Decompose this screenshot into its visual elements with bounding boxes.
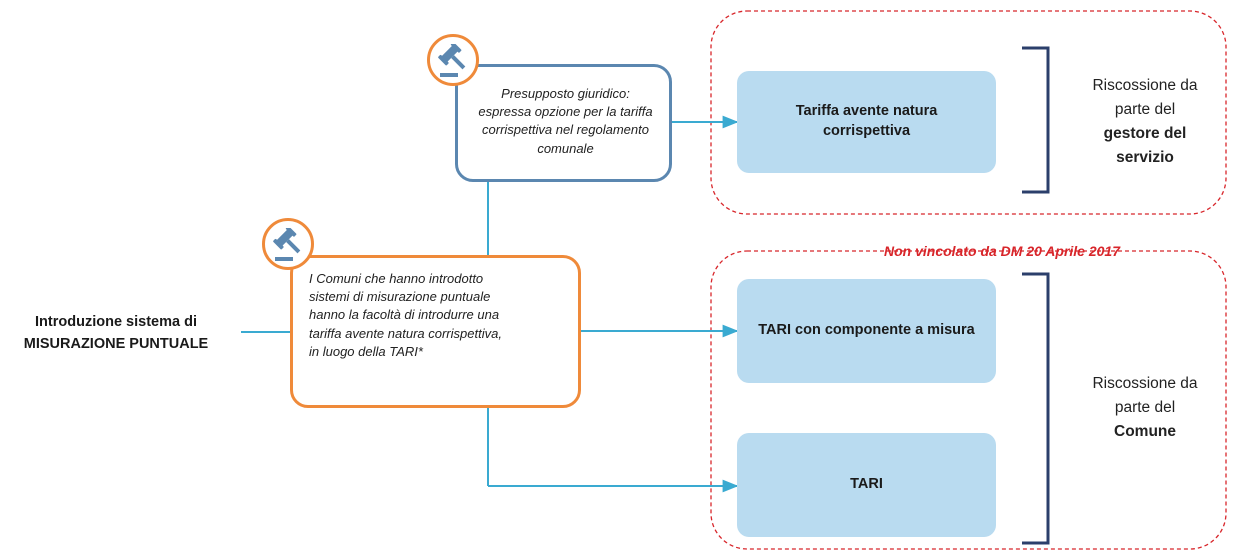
collection-bottom-line-3: Comune xyxy=(1114,423,1176,441)
box-tari: TARI xyxy=(737,433,996,537)
box-tariffa-line-1: Tariffa avente natura xyxy=(795,103,938,120)
note-main-line-4: tariffa avente natura corrispettiva, xyxy=(309,325,502,341)
note-top-line-2: espressa opzione per la tariffa xyxy=(478,104,653,120)
dashed-group-bottom xyxy=(710,250,1227,550)
gavel-icon xyxy=(262,218,314,270)
collection-top-line-1: Riscossione da xyxy=(1092,77,1198,94)
intro-label: Introduzione sistema di MISURAZIONE PUNT… xyxy=(0,312,232,356)
box-tari-misura-label: TARI con componente a misura xyxy=(758,322,975,339)
note-main-line-5: in luogo della TARI* xyxy=(309,343,423,359)
note-main-line-1: I Comuni che hanno introdotto xyxy=(309,271,484,286)
collection-bottom-line-2: parte del xyxy=(1114,399,1176,417)
note-main-line-2: sistemi di misurazione puntuale xyxy=(309,289,491,305)
collection-bottom-line-1: Riscossione da xyxy=(1092,375,1198,392)
note-main-line-3: hanno la facoltà di introdurre una xyxy=(309,307,500,323)
box-tari-label: TARI xyxy=(850,476,883,493)
collection-top-line-3: gestore del xyxy=(1103,125,1187,143)
box-tariffa-corrispettiva: Tariffa avente natura corrispettiva xyxy=(737,71,996,173)
legal-note-main: I Comuni che hanno introdotto sistemi di… xyxy=(290,255,581,408)
intro-line-1: Introduzione sistema di xyxy=(35,314,197,330)
box-tari-componente-misura: TARI con componente a misura xyxy=(737,279,996,383)
collection-bottom-label: Riscossione da parte del Comune xyxy=(1070,372,1220,444)
collection-top-line-4: servizio xyxy=(1116,149,1174,167)
note-top-line-4: comunale xyxy=(537,140,594,156)
box-tariffa-line-2: corrispettiva xyxy=(822,123,911,139)
collection-top-line-2: parte del xyxy=(1114,101,1176,119)
red-note-label: Non vincolato da DM 20 Aprile 2017 xyxy=(884,243,1120,259)
collection-top-label: Riscossione da parte del gestore del ser… xyxy=(1070,74,1220,170)
legal-note-top: Presupposto giuridico: espressa opzione … xyxy=(455,64,672,182)
note-top-line-1: Presupposto giuridico: xyxy=(501,86,630,101)
bracket-bottom xyxy=(1022,272,1050,545)
gavel-icon xyxy=(427,34,479,86)
note-top-line-3: corrispettiva nel regolamento xyxy=(482,122,649,138)
bracket-top xyxy=(1022,46,1050,194)
intro-line-2: MISURAZIONE PUNTUALE xyxy=(23,335,209,352)
